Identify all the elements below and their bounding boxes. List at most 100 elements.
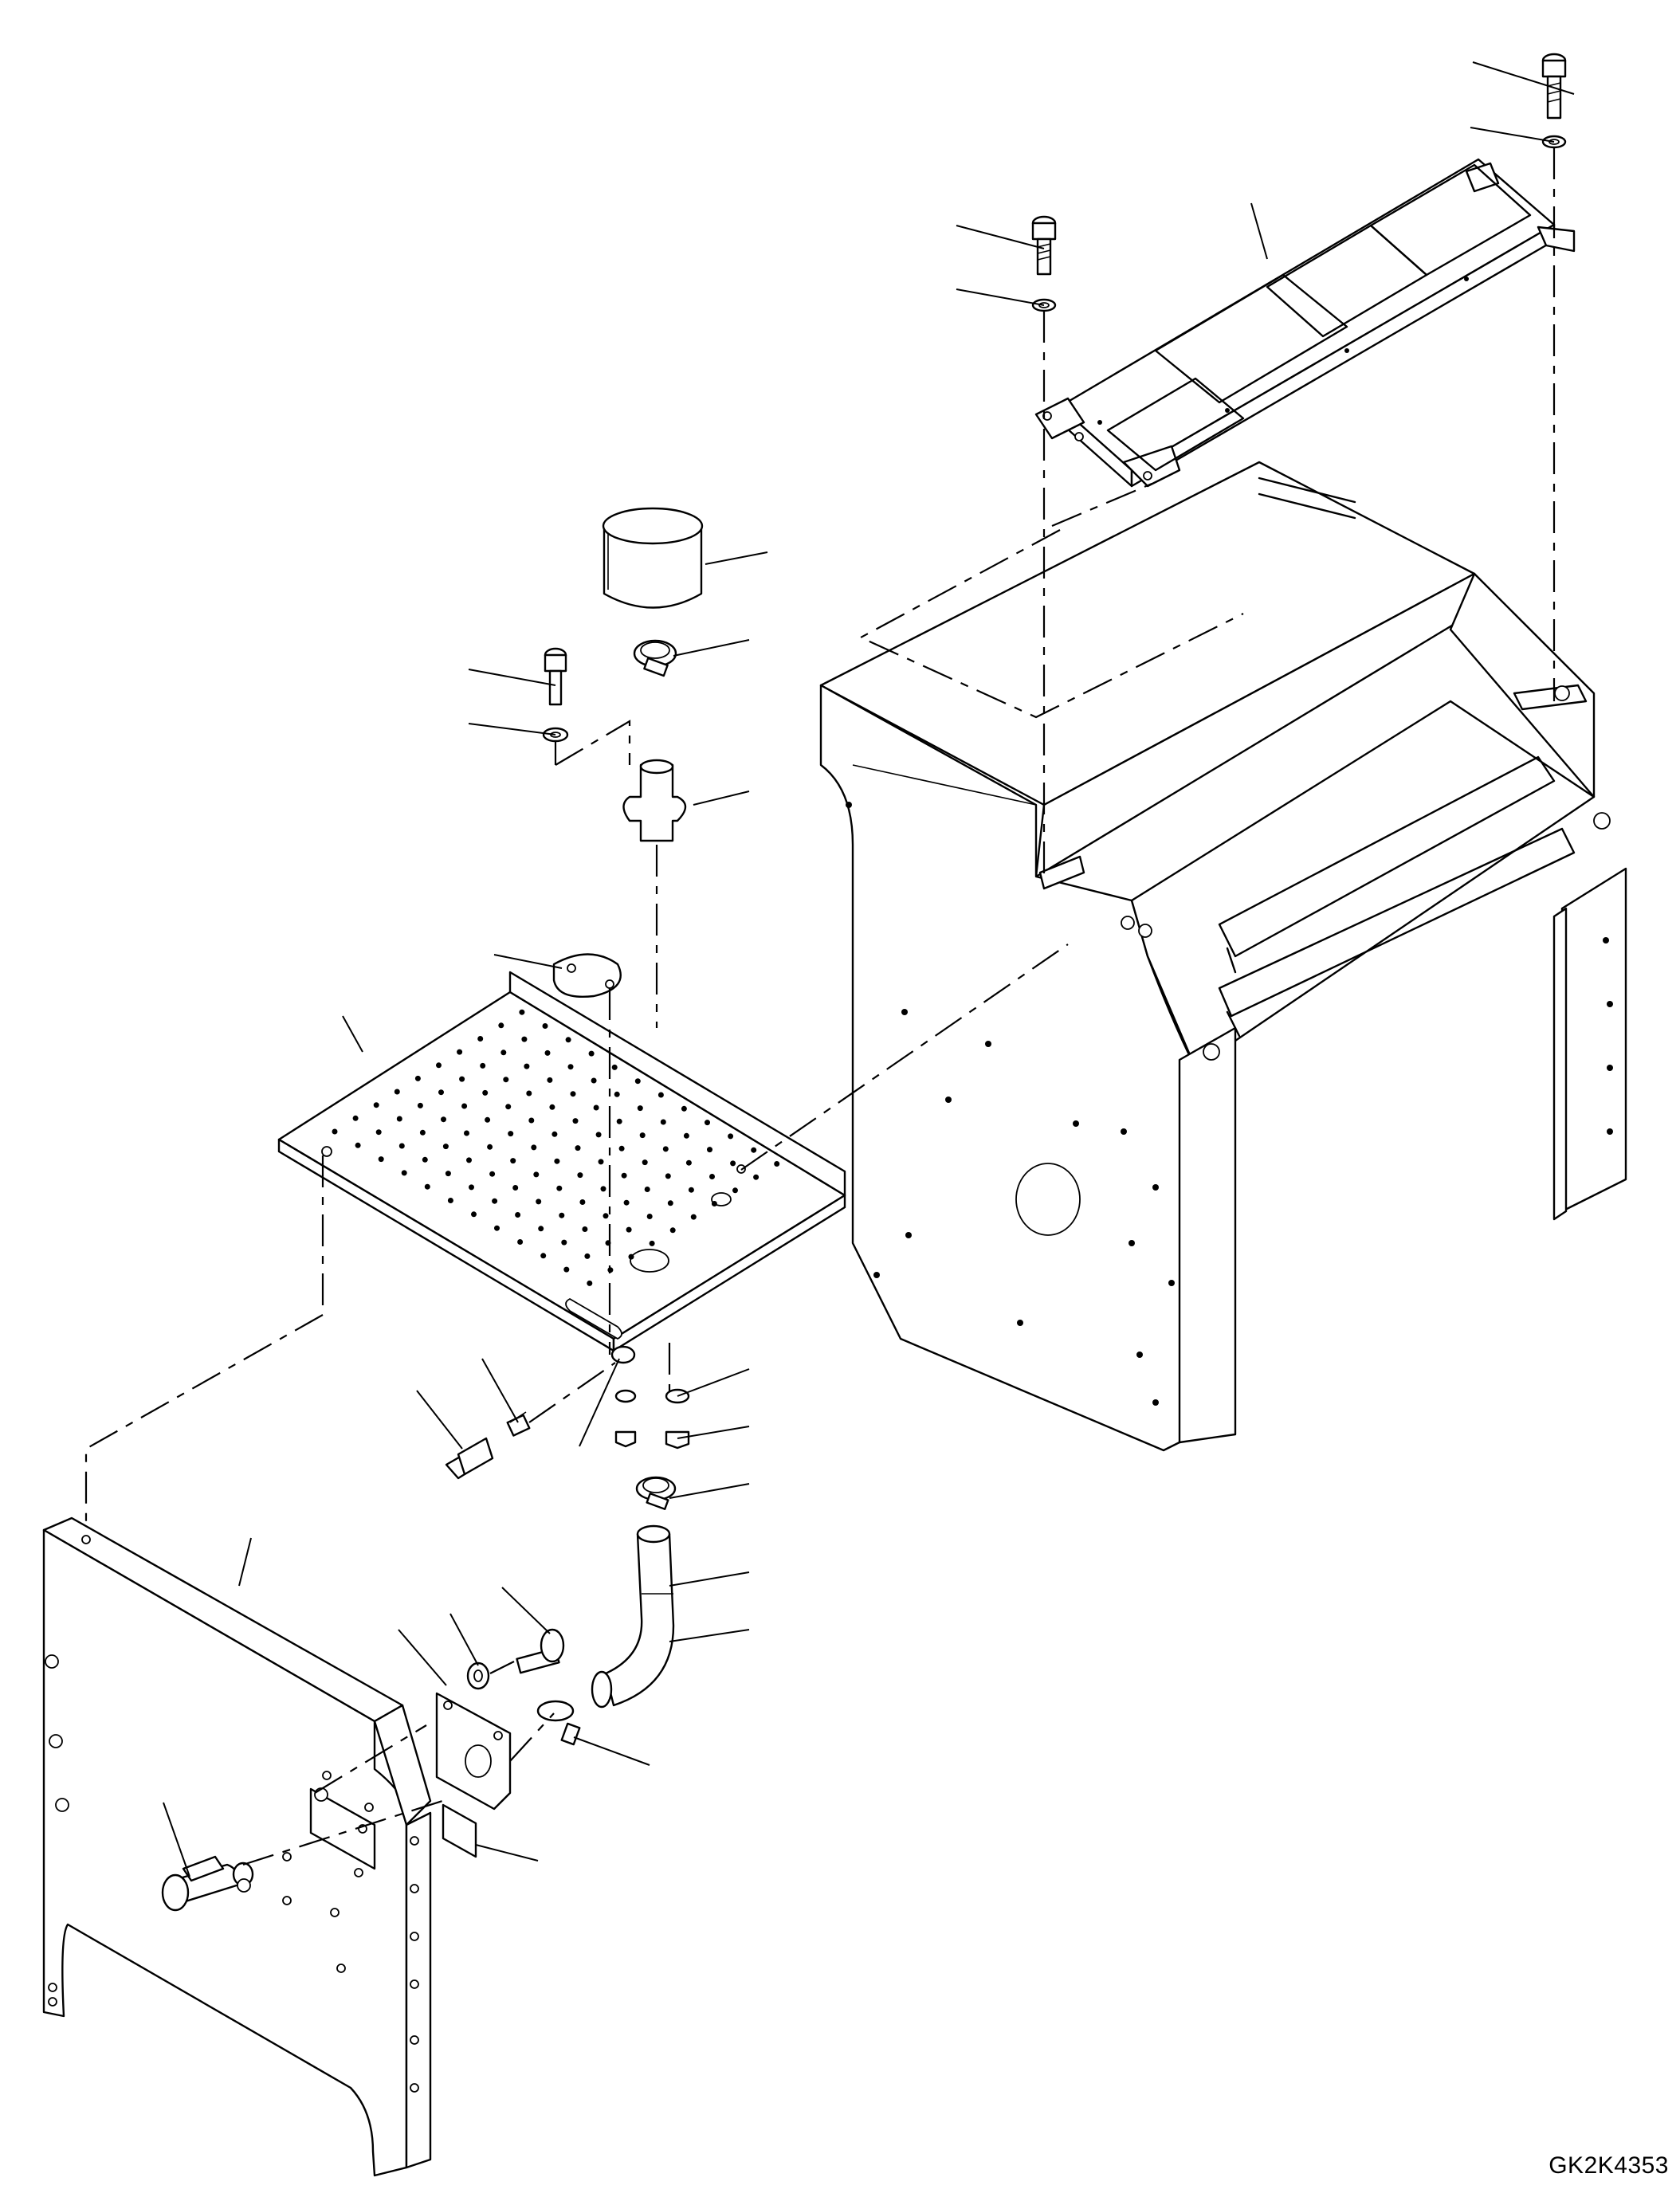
perforation-hole [424, 1183, 430, 1190]
perforation-hole [559, 1212, 565, 1218]
wire-connector [445, 1411, 531, 1480]
perforation-hole [419, 1129, 426, 1136]
top-bracket [1034, 158, 1576, 488]
perforation-hole [572, 1118, 579, 1124]
perforation-hole [422, 1156, 428, 1163]
perforation-hole [669, 1227, 676, 1234]
perforation-hole [492, 1198, 498, 1204]
perforation-hole [466, 1157, 472, 1163]
tray-perforations [332, 1009, 780, 1286]
perforation-hole [414, 1075, 421, 1081]
top-bolt-left [1031, 215, 1057, 276]
gasket-plate [552, 953, 622, 998]
perforation-hole [536, 1199, 542, 1205]
filter-cap [602, 507, 704, 609]
clamp-lower [635, 1476, 677, 1510]
perforation-hole [521, 1036, 528, 1042]
perforation-hole [464, 1130, 469, 1136]
perforation-hole [505, 1104, 512, 1110]
perforation-hole [623, 1199, 630, 1206]
tube-adapter [622, 759, 687, 842]
perforation-hole [579, 1199, 586, 1205]
perforation-hole [753, 1174, 760, 1180]
perforation-hole [528, 1117, 535, 1124]
nut-front-2 [237, 1878, 251, 1893]
mounting-bracket [435, 1692, 512, 1811]
perforation-hole [646, 1214, 653, 1219]
perforation-hole [378, 1156, 384, 1163]
perforation-hole [396, 1116, 402, 1122]
perforation-hole [542, 1023, 548, 1029]
perforation-hole [709, 1174, 715, 1179]
nut-right [665, 1388, 690, 1450]
perforation-hole [584, 1253, 591, 1259]
perforation-hole [591, 1077, 597, 1084]
perforation-hole [556, 1185, 563, 1191]
perforation-hole [565, 1037, 571, 1043]
perforation-hole [616, 1118, 622, 1124]
perforation-hole [588, 1050, 595, 1057]
perforation-hole [667, 1200, 673, 1206]
perforation-hole [634, 1078, 641, 1085]
bolt-mid [544, 647, 567, 706]
perforation-hole [657, 1092, 664, 1098]
perforation-hole [644, 1187, 650, 1192]
perforation-hole [637, 1105, 643, 1112]
bent-pipe [591, 1524, 675, 1709]
perforation-hole [533, 1171, 540, 1178]
perforation-hole [441, 1116, 446, 1123]
perforation-hole [512, 1185, 519, 1191]
perforation-hole [547, 1077, 553, 1083]
perforation-hole [332, 1128, 338, 1135]
perforation-hole [662, 1146, 669, 1152]
perforation-hole [544, 1049, 551, 1056]
perforation-hole [477, 1036, 484, 1042]
perforation-hole [614, 1091, 620, 1097]
perforation-hole [665, 1173, 671, 1179]
perforation-hole [519, 1009, 525, 1015]
perforation-hole [595, 1132, 602, 1138]
perforation-hole [600, 1186, 606, 1192]
perforation-hole [355, 1142, 361, 1148]
perforation-hole [436, 1062, 442, 1069]
perforation-hole [554, 1158, 560, 1164]
perforation-hole [690, 1214, 697, 1220]
perforation-hole [401, 1170, 407, 1176]
perforation-hole [732, 1187, 738, 1194]
perforation-hole [567, 1064, 574, 1070]
perforation-hole [551, 1131, 558, 1137]
perforation-hole [639, 1132, 646, 1139]
perforation-hole [707, 1147, 712, 1153]
perforation-hole [438, 1089, 444, 1096]
perforation-hole [728, 1133, 734, 1140]
perforation-hole [618, 1145, 625, 1151]
perforation-hole [480, 1062, 486, 1069]
perforation-hole [494, 1225, 500, 1231]
perforation-hole [649, 1240, 655, 1246]
perforation-hole [457, 1049, 463, 1055]
perforation-hole [503, 1077, 509, 1083]
perforation-hole [524, 1063, 530, 1069]
perforation-hole [352, 1115, 359, 1121]
perforation-hole [485, 1116, 491, 1123]
perforation-hole [611, 1064, 618, 1070]
perforation-hole [774, 1161, 780, 1167]
perforation-hole [459, 1076, 465, 1082]
perforation-hole [582, 1226, 588, 1232]
perforation-hole [538, 1226, 544, 1232]
perforation-hole [489, 1171, 496, 1177]
perforation-hole [626, 1226, 632, 1233]
perforation-hole [373, 1102, 379, 1108]
perforation-hole [730, 1160, 736, 1167]
perforation-hole [445, 1171, 451, 1177]
perforation-hole [398, 1143, 405, 1149]
perforation-hole [517, 1239, 524, 1245]
perforation-hole [375, 1129, 382, 1136]
perforation-hole [628, 1253, 634, 1260]
nut-left [614, 1389, 637, 1448]
perforated-tray [277, 971, 846, 1352]
perforation-hole [417, 1102, 423, 1108]
perforation-hole [561, 1239, 567, 1246]
perforation-hole [621, 1172, 627, 1179]
perforation-hole [563, 1266, 570, 1273]
